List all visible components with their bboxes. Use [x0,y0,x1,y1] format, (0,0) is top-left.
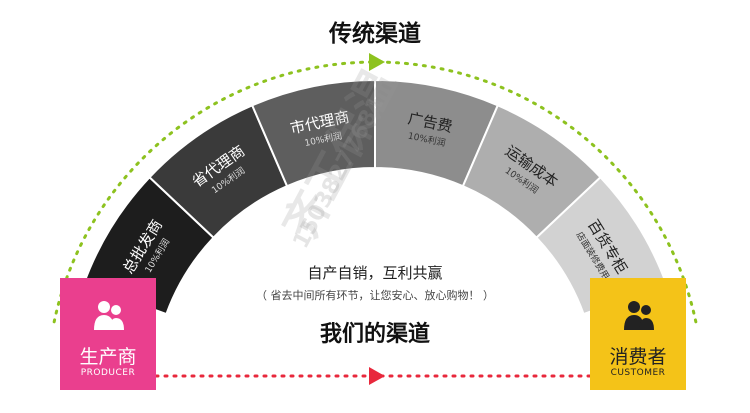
our-channel-arrow [369,367,385,385]
customer-label: 消费者 [609,346,667,368]
producer-label: 生产商 [79,346,137,368]
traditional-channel-title: 传统渠道 [329,21,421,47]
slogan-sub: （ 省去中间所有环节，让您安心、放心购物！ ） [256,289,494,302]
customer-box: 消费者 CUSTOMER [590,278,686,390]
producer-sublabel: PRODUCER [80,368,136,378]
people-icon [94,301,124,330]
producer-box: 生产商 PRODUCER [60,278,156,390]
traditional-channel-arrow [369,53,385,71]
customer-sublabel: CUSTOMER [610,368,666,378]
our-channel-title: 我们的渠道 [319,322,430,347]
slogan-main: 自产自销，互利共赢 [307,264,443,282]
people-icon [624,301,654,330]
